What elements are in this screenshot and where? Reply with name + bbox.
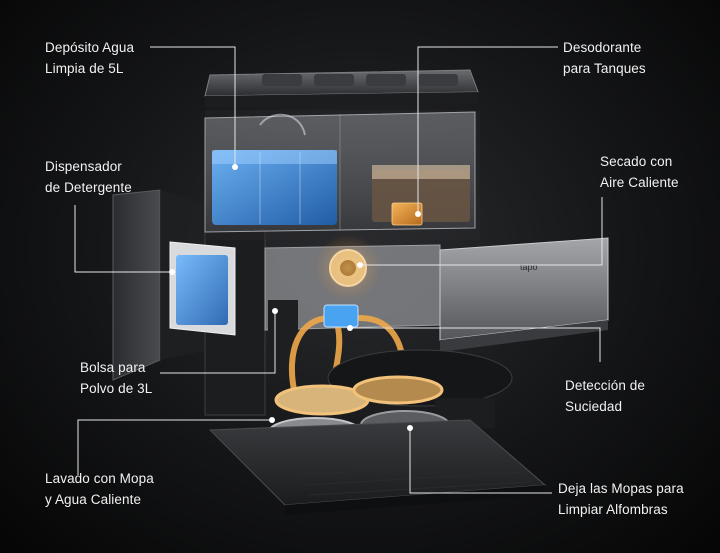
top-lid [204, 69, 479, 108]
label-bolsa: Bolsa para Polvo de 3L [80, 360, 153, 396]
drying-drawer: tapo [439, 237, 609, 352]
label-dispensador: Dispensador de Detergente [45, 159, 132, 195]
label-deteccion: Detección de Suciedad [565, 378, 645, 414]
deodorant-box [391, 202, 423, 226]
label-lavado: Lavado con Mopa y Agua Caliente [45, 471, 154, 507]
callout-dots [169, 164, 421, 431]
clean-water-tank [212, 150, 337, 225]
detergent-dispenser [169, 241, 236, 336]
label-deposito-agua: Depósito Agua Limpia de 5L [45, 40, 135, 76]
callout-lines [74, 46, 603, 494]
label-deja-mopas: Deja las Mopas para Limpiar Alfombras [558, 481, 684, 517]
label-desodorante: Desodorante para Tanques [563, 40, 646, 76]
label-secado: Secado con Aire Caliente [600, 154, 679, 190]
hot-air-fan [314, 234, 382, 302]
brand-mark: tapo [520, 262, 538, 272]
dirt-sensor-module [323, 304, 359, 328]
docking-ramp [208, 419, 547, 515]
dirty-water-tank [372, 165, 470, 226]
